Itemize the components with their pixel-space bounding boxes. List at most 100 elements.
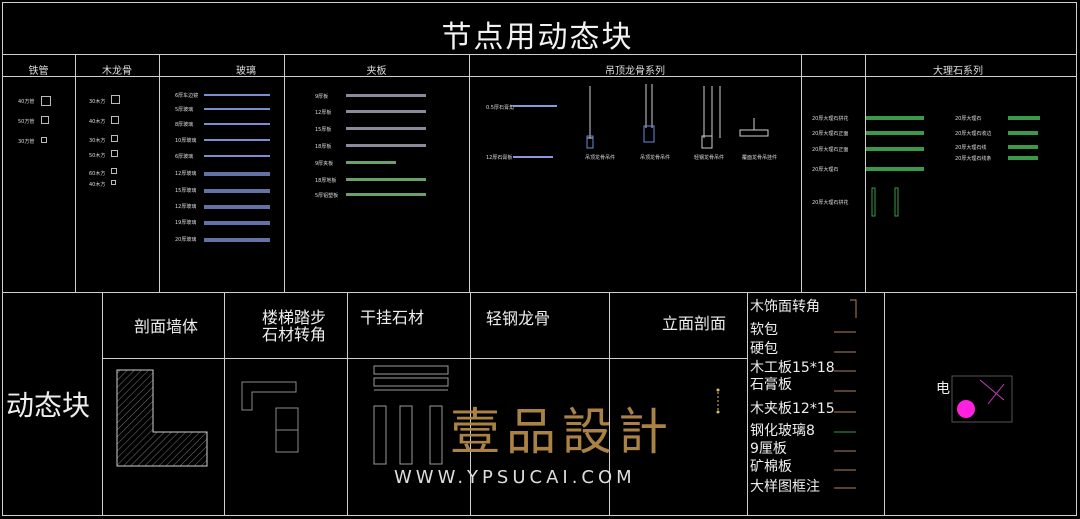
glass-bar <box>204 189 270 193</box>
wall-section-drawing <box>116 369 208 467</box>
power-dot-icon <box>957 400 975 418</box>
col-header-dalishi: 大理石系列 <box>933 66 983 77</box>
mid-divider <box>2 292 1077 293</box>
col-line-4 <box>469 54 470 292</box>
col-line-6 <box>865 54 866 292</box>
sec-line-1 <box>102 292 103 516</box>
mulonggu-label: 30木方 <box>89 99 106 105</box>
legend-item: 矿棉板 <box>750 459 792 475</box>
marble-bar <box>1008 156 1038 160</box>
legend-item: 木饰面转角 <box>750 299 820 315</box>
marble-bar <box>866 131 924 135</box>
mulonggu-label: 50木方 <box>89 153 106 159</box>
board-bar <box>346 94 426 97</box>
jiaban-label: 18厚地板 <box>315 178 337 184</box>
sec-line-4 <box>470 292 471 516</box>
marble-bar <box>1008 116 1040 120</box>
dalishi-label: 20厚大理石正面 <box>812 147 849 153</box>
legend-item: 木夹板12*15 <box>750 401 835 417</box>
stair-corner-drawing <box>241 381 299 453</box>
legend-item: 钢化玻璃8 <box>750 423 815 439</box>
board-bar <box>346 178 426 181</box>
wood-batten-icon <box>111 150 118 157</box>
gypsum-angle-bar <box>513 105 557 107</box>
dalishi-label: 20厚大理石线条 <box>955 156 992 162</box>
board-bar <box>346 161 396 164</box>
boli-label: 10厚玻璃 <box>175 138 197 144</box>
jiaban-label: 15厚板 <box>315 127 332 133</box>
dalishi-label: 20厚大理石拼花 <box>812 116 849 122</box>
section-elevation-title: 立面剖面 <box>662 314 727 333</box>
glass-bar <box>204 94 270 96</box>
jiaban-label: 18厚板 <box>315 144 332 150</box>
legend-item: 9厘板 <box>750 441 787 457</box>
gypsum-board-bar <box>513 156 553 158</box>
board-bar <box>346 110 426 113</box>
marble-bar <box>1008 131 1038 135</box>
jiaban-label: 9厚板 <box>315 94 329 100</box>
electric-symbol <box>951 375 1013 423</box>
legend-item: 硬包 <box>750 341 778 357</box>
wood-batten-icon <box>111 135 118 142</box>
dalishi-label: 20厚大理石 <box>812 167 839 173</box>
legend-swatches <box>834 299 857 489</box>
glass-bar <box>204 123 270 125</box>
col-line-5 <box>801 54 802 292</box>
mulonggu-label: 40木方 <box>89 119 106 125</box>
diaoding-label: 覆面龙骨吊挂件 <box>742 155 778 161</box>
board-bar <box>346 144 426 147</box>
mulonggu-label: 60木方 <box>89 171 106 177</box>
watermark-url: WWW.YPSUCAI.COM <box>394 467 636 488</box>
section-stone-title: 干挂石材 <box>360 308 425 327</box>
boli-label: 15厚玻璃 <box>175 188 197 194</box>
col-line-3 <box>284 54 285 292</box>
diaoding-label: 0.5厚石膏角 <box>486 105 514 111</box>
marble-bar <box>866 167 924 171</box>
title-divider <box>2 54 1077 55</box>
square-tube-icon <box>41 116 49 124</box>
dalishi-label: 20厚大理石拼花 <box>812 200 849 206</box>
boli-label: 6厚车边镜 <box>175 93 199 99</box>
square-tube-icon <box>41 137 47 143</box>
sec-line-2 <box>224 292 225 516</box>
tieguan-label: 50方管 <box>18 119 35 125</box>
glass-bar <box>204 155 270 157</box>
stone-cladding-drawing <box>373 365 449 465</box>
legend-item: 木工板15*18 <box>750 360 835 376</box>
sec-line-7 <box>884 292 885 516</box>
diaoding-label: 轻钢龙骨吊件 <box>694 155 725 161</box>
wood-batten-icon <box>111 168 117 174</box>
mulonggu-label: 40木方 <box>89 182 106 188</box>
glass-bar <box>204 221 270 225</box>
dalishi-label: 20厚大理石 <box>955 116 982 122</box>
board-bar <box>346 127 426 130</box>
jiaban-label: 9厚夹板 <box>315 161 334 167</box>
boli-label: 19厚玻璃 <box>175 220 197 226</box>
page-title: 节点用动态块 <box>441 20 634 55</box>
section-wall-title: 剖面墙体 <box>134 317 199 336</box>
col-header-tieguan: 铁管 <box>28 66 49 77</box>
marble-bar <box>866 116 924 120</box>
dalishi-label: 20厚大理石正面 <box>812 131 849 137</box>
col-line-2 <box>159 54 160 292</box>
marble-bar <box>1008 145 1038 149</box>
sec-line-6 <box>747 292 748 516</box>
column-header-divider <box>2 76 1077 77</box>
boli-label: 12厚玻璃 <box>175 171 197 177</box>
wood-batten-icon <box>111 95 120 104</box>
mulonggu-label: 30木方 <box>89 138 106 144</box>
glass-bar <box>204 108 270 110</box>
diaoding-label: 12厚石膏板 <box>486 155 513 161</box>
col-header-diaoding: 吊顶龙骨系列 <box>605 66 665 77</box>
jiaban-label: 5厚铝塑板 <box>315 193 339 199</box>
marble-profile-drawings <box>871 187 899 217</box>
diaoding-label: 吊顶龙骨吊件 <box>585 155 616 161</box>
col-header-mulonggu: 木龙骨 <box>102 66 132 77</box>
col-header-jiaban: 夹板 <box>366 66 387 77</box>
glass-bar <box>204 238 270 242</box>
dynamic-block-label: 动态块 <box>6 389 91 422</box>
legend-item: 大样图框注 <box>750 479 820 495</box>
legend-item: 石膏板 <box>750 377 792 393</box>
dalishi-label: 20厚大理石收边 <box>955 131 992 137</box>
